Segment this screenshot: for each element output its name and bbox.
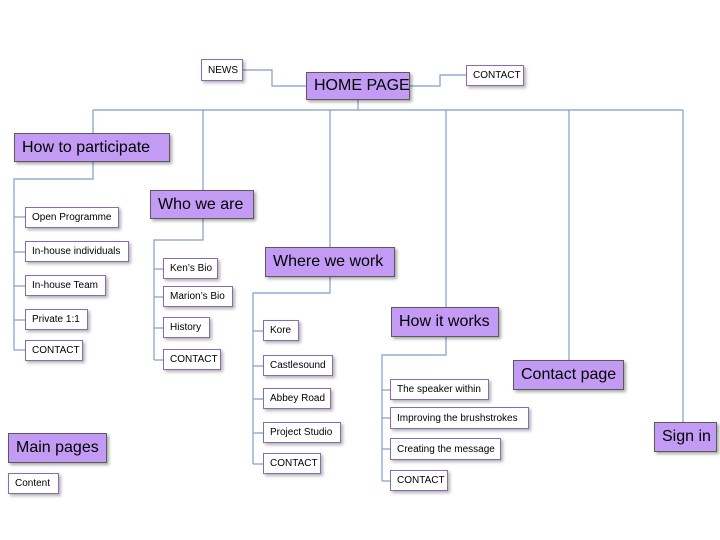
legend-content-label: Content — [15, 478, 51, 489]
where-item-label: Kore — [270, 325, 292, 336]
where-contact[interactable]: CONTACT — [263, 453, 321, 474]
how-to-participate-box[interactable]: How to participate — [14, 133, 170, 162]
home-page-label: HOME PAGE — [314, 77, 410, 94]
contact-top-label: CONTACT — [473, 70, 521, 81]
how-to-participate-label: How to participate — [22, 138, 151, 156]
participate-item-label: Private 1:1 — [32, 314, 80, 325]
participate-item[interactable]: Open Programme — [25, 207, 119, 228]
participate-item[interactable]: In-house individuals — [25, 241, 129, 262]
news-box[interactable]: NEWS — [201, 59, 243, 81]
legend-main-pages-label: Main pages — [16, 439, 99, 456]
contact-page-label: Contact page — [521, 366, 617, 383]
participate-item[interactable]: In-house Team — [25, 275, 106, 296]
where-item-label: Project Studio — [270, 427, 333, 438]
who-item[interactable]: History — [163, 317, 210, 338]
participate-contact-label: CONTACT — [32, 345, 80, 356]
legend-content: Content — [8, 473, 59, 494]
sign-in-box[interactable]: Sign in — [654, 422, 717, 452]
who-contact[interactable]: CONTACT — [163, 349, 221, 370]
who-contact-label: CONTACT — [170, 354, 218, 365]
how-contact-label: CONTACT — [397, 475, 445, 486]
who-item-label: History — [170, 322, 202, 333]
participate-contact[interactable]: CONTACT — [25, 340, 83, 361]
where-item[interactable]: Project Studio — [263, 422, 341, 443]
sign-in-label: Sign in — [662, 428, 711, 445]
participate-item-label: In-house Team — [32, 280, 98, 291]
how-item-label: Improving the brushstrokes — [397, 412, 518, 424]
where-contact-label: CONTACT — [270, 458, 318, 469]
participate-item-label: Open Programme — [32, 212, 112, 223]
contact-page-box[interactable]: Contact page — [513, 360, 624, 390]
legend-main-pages: Main pages — [8, 433, 107, 463]
how-item-label: Creating the message — [397, 443, 495, 455]
who-item[interactable]: Marion’s Bio — [163, 286, 233, 307]
where-item-label: Castlesound — [270, 360, 326, 371]
where-item[interactable]: Abbey Road — [263, 388, 331, 409]
news-label: NEWS — [208, 64, 238, 76]
contact-top-box[interactable]: CONTACT — [466, 65, 524, 86]
how-it-works-box[interactable]: How it works — [391, 307, 499, 337]
who-item-label: Marion’s Bio — [170, 291, 225, 302]
who-we-are-box[interactable]: Who we are — [150, 190, 254, 219]
how-item-label: The speaker within — [397, 384, 481, 395]
how-item[interactable]: The speaker within — [390, 379, 489, 400]
home-page-box[interactable]: HOME PAGE — [306, 72, 410, 100]
where-item[interactable]: Kore — [263, 320, 299, 341]
where-we-work-box[interactable]: Where we work — [265, 247, 395, 277]
how-item[interactable]: Creating the message — [390, 438, 501, 460]
where-we-work-label: Where we work — [273, 253, 384, 270]
how-it-works-label: How it works — [399, 313, 490, 330]
how-contact[interactable]: CONTACT — [390, 470, 448, 491]
who-item-label: Ken’s Bio — [170, 263, 213, 274]
participate-item-label: In-house individuals — [32, 246, 121, 257]
where-item-label: Abbey Road — [270, 393, 326, 404]
participate-item[interactable]: Private 1:1 — [25, 309, 88, 330]
who-item[interactable]: Ken’s Bio — [163, 258, 218, 279]
where-item[interactable]: Castlesound — [263, 355, 333, 376]
how-item[interactable]: Improving the brushstrokes — [390, 407, 529, 429]
who-we-are-label: Who we are — [158, 195, 244, 213]
